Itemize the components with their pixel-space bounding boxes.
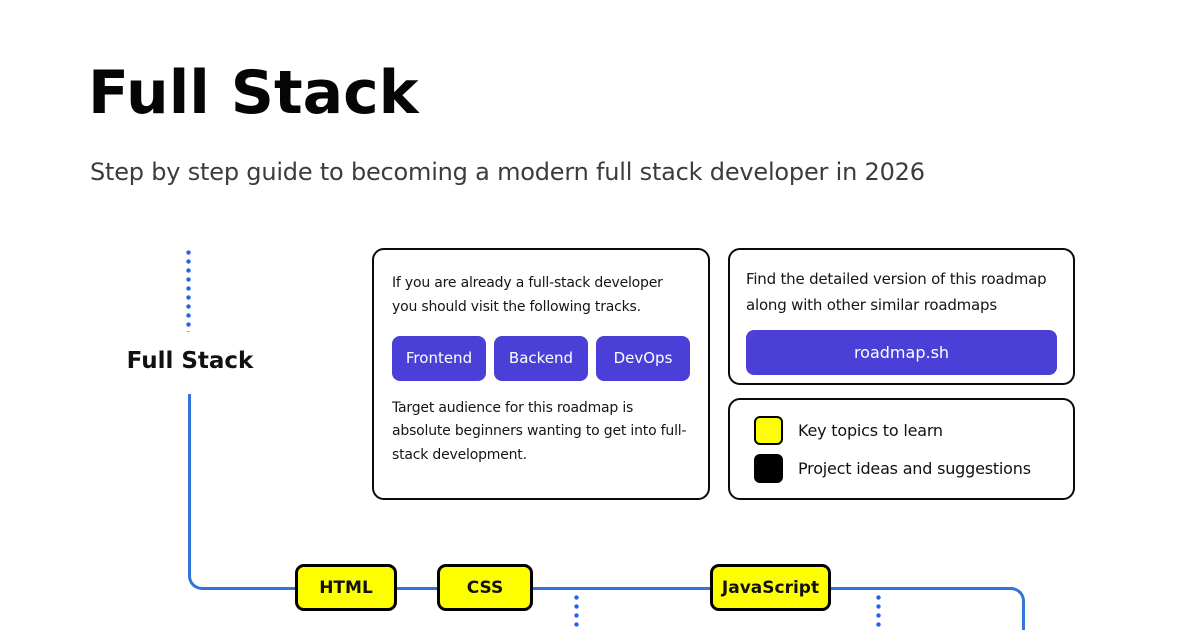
topic-node-css[interactable]: CSS [437,564,533,611]
legend-panel: Key topics to learn Project ideas and su… [728,398,1075,500]
backend-track-button[interactable]: Backend [494,335,588,381]
roadmap-root-label: Full Stack [126,348,254,374]
info-panel: If you are already a full-stack develope… [372,248,710,500]
topic-node-javascript[interactable]: JavaScript [710,564,831,611]
frontend-track-button[interactable]: Frontend [392,335,486,381]
track-button-row: Frontend Backend DevOps [392,335,690,381]
info-intro-text: If you are already a full-stack develope… [392,275,663,315]
detail-panel: Find the detailed version of this roadma… [728,248,1075,385]
info-audience-text: Target audience for this roadmap is abso… [392,399,687,464]
legend-row-key-topics: Key topics to learn [754,415,1049,445]
topic-node-html[interactable]: HTML [295,564,397,611]
detail-text: Find the detailed version of this roadma… [746,270,1047,314]
dotted-branch-line-1 [574,593,579,630]
legend-row-project-ideas: Project ideas and suggestions [754,453,1049,483]
legend-label: Key topics to learn [798,420,943,440]
page-subtitle: Step by step guide to becoming a modern … [90,158,925,186]
page-title: Full Stack [88,58,419,128]
connector-line-left-elbow [188,394,608,590]
roadmap-sh-button[interactable]: roadmap.sh [746,330,1057,375]
legend-label: Project ideas and suggestions [798,458,1031,478]
dotted-branch-line-2 [876,593,881,630]
yellow-swatch-icon [754,415,783,445]
dotted-line-above-root [186,248,191,332]
devops-track-button[interactable]: DevOps [596,335,690,381]
black-swatch-icon [754,453,783,483]
